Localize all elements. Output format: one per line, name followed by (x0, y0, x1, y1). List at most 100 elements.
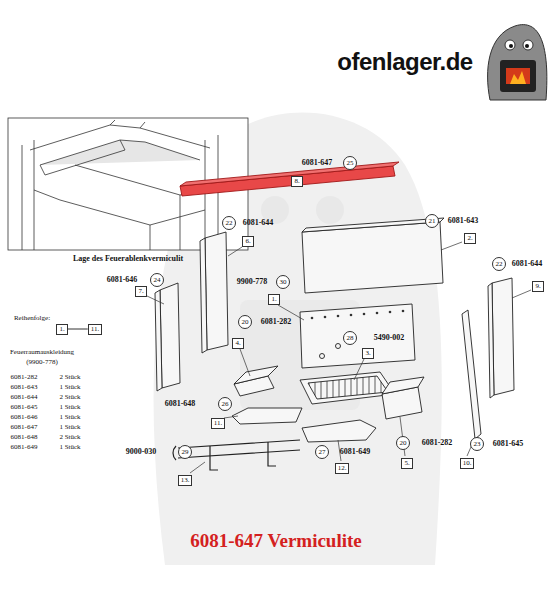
logo-text: ofenlager.de (337, 50, 472, 74)
callout-number: 29 (178, 445, 192, 459)
node-text: 11. (91, 326, 100, 333)
node-text: 8. (294, 178, 299, 185)
node-text: 2. (467, 235, 472, 242)
table-cell: 1 Stück (59, 404, 80, 411)
part-outline (200, 238, 207, 353)
part-label: 9000-030 (126, 448, 157, 456)
table-cell: 6081-643 (11, 384, 38, 391)
callout-number: 25 (343, 156, 357, 170)
part-outline (232, 408, 302, 424)
mascot-logo (525, 44, 529, 48)
plate-holes (324, 316, 327, 319)
table-cell: 6081-649 (11, 444, 38, 451)
table-cell: 6081-647 (11, 424, 38, 431)
callout-number: 20 (396, 436, 410, 450)
callout-number: 22 (492, 257, 506, 271)
callout-number: 24 (150, 273, 164, 287)
node-text: 24 (154, 277, 161, 284)
table-cell: 6081-646 (11, 414, 38, 421)
mascot-logo (506, 68, 530, 84)
baffle-vermiculite (180, 162, 399, 196)
node-text: 6. (245, 238, 250, 245)
item-box: 8. (291, 176, 303, 187)
grate-bars (178, 440, 300, 458)
node-text: 5. (404, 460, 409, 467)
item-box: 6. (242, 236, 254, 247)
plate-holes (311, 317, 314, 320)
node-text: 22 (496, 261, 503, 268)
table-cell: 1 Stück (59, 444, 80, 451)
table-cell: 1 Stück (59, 384, 80, 391)
mascot-logo (500, 60, 536, 92)
grate-bars (210, 442, 276, 470)
node-text: 23 (474, 441, 481, 448)
item-box: 9. (532, 281, 544, 292)
item-box: 5. (401, 458, 413, 469)
item-box: 13. (178, 475, 193, 486)
plate-holes (376, 312, 379, 315)
callout-number: 30 (276, 275, 290, 289)
part-label: 6081-647 (302, 159, 333, 167)
mascot-logo (509, 44, 513, 48)
plate-holes (320, 354, 325, 359)
node-text: 20 (400, 440, 407, 447)
connector-line (68, 329, 88, 330)
plate-holes (337, 315, 340, 318)
part-label: 6081-644 (243, 219, 274, 227)
mascot-logo (488, 25, 547, 100)
part-label: Reihenfolge: (14, 315, 50, 322)
part-outline (155, 218, 514, 442)
part-outline (382, 377, 424, 394)
plate-holes (336, 344, 341, 349)
node-text: 20 (242, 319, 249, 326)
item-box: 1. (268, 294, 280, 305)
part-label: 6081-646 (107, 276, 138, 284)
node-text: 29 (182, 449, 189, 456)
node-text: 22 (226, 220, 233, 227)
callout-number: 22 (222, 216, 236, 230)
mascot-logo (488, 25, 547, 100)
grate-bars (173, 446, 176, 460)
part-outline (462, 310, 481, 439)
node-text: 13. (181, 477, 190, 484)
node-text: 12. (338, 465, 347, 472)
item-box: 2. (464, 233, 476, 244)
table-cell: 6081-644 (11, 394, 38, 401)
part-outline (300, 304, 415, 368)
table-cell: 2 Stück (59, 434, 80, 441)
table-cell: 1 Stück (59, 424, 80, 431)
item-box: 12. (335, 463, 350, 474)
inset-view (34, 190, 180, 250)
item-box: 7. (135, 286, 147, 297)
table-cell: 6081-648 (11, 434, 38, 441)
callout-number: 28 (343, 331, 357, 345)
table-cell: 2 Stück (59, 374, 80, 381)
item-box: 3. (362, 348, 374, 359)
node-text: 3. (365, 350, 370, 357)
item-box: 11. (211, 418, 226, 429)
node-text: 21 (429, 218, 436, 225)
part-outline (300, 372, 395, 404)
node-text: 4. (235, 340, 240, 347)
node-text: 1. (271, 296, 276, 303)
node-text: 11. (214, 420, 223, 427)
part-outline (205, 232, 228, 350)
callout-number: 26 (218, 397, 232, 411)
node-text: 30 (280, 279, 287, 286)
part-label: 9900-778 (237, 278, 268, 286)
mascot-logo (505, 40, 515, 50)
part-outline (302, 222, 443, 293)
mascot-logo (510, 71, 526, 84)
leader-line (147, 242, 531, 473)
baffle-vermiculite (180, 162, 399, 186)
node-text: 10. (463, 460, 472, 467)
node-text: 27 (319, 449, 326, 456)
part-outline (160, 283, 180, 388)
part-label: 6081-282 (422, 439, 453, 447)
grate-bars (173, 440, 300, 470)
plate-holes (389, 311, 392, 314)
table-cell: 6081-645 (11, 404, 38, 411)
callout-number: 21 (425, 214, 439, 228)
part-label: 6081-645 (493, 440, 524, 448)
node-text: 26 (222, 401, 229, 408)
